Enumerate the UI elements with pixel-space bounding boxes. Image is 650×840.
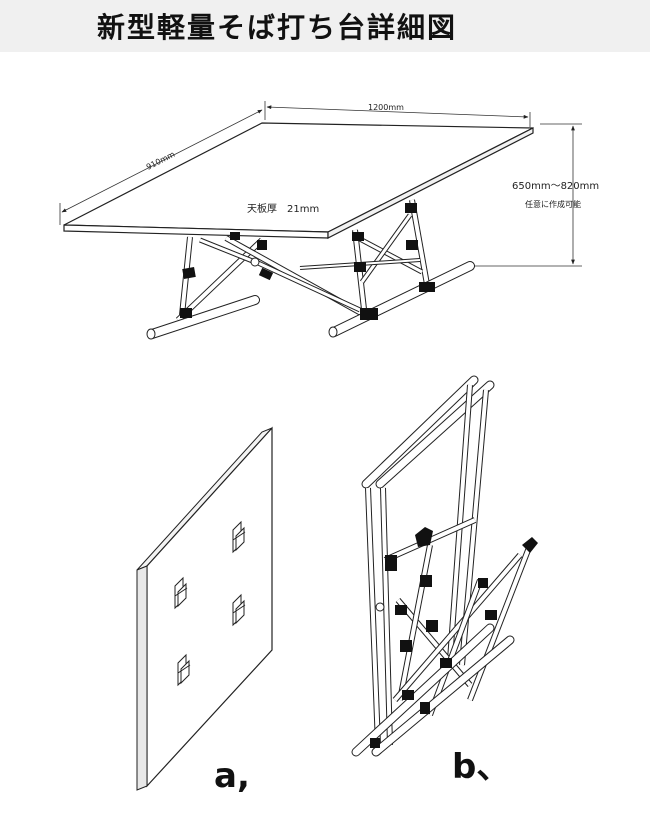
width-dimension: 1200mm [264,101,531,127]
page-title: 新型軽量そば打ち台詳細図 [97,11,458,44]
foot-bars [146,261,475,340]
height-note-label: 任意に作成可能 [525,199,581,209]
label-a: a, [214,756,250,796]
height-dim-label: 650mm～820mm [512,181,599,192]
folded-frame-drawing-b: b、 [351,375,538,787]
height-dimension: 650mm～820mm 任意に作成可能 [470,123,599,267]
joint-clamps [180,203,435,320]
table-top: 天板厚 21mm [63,122,534,239]
folded-clamps [370,527,538,748]
label-b: b、 [452,747,510,787]
depth-dim-label: 910mm [145,150,177,172]
board-drawing-a: a, [136,426,273,796]
front-leg-frame [175,235,372,323]
assembled-table-drawing: 1200mm 910mm 650mm～820mm 任意に作成可能 天板厚 21m… [59,101,599,340]
thickness-label: 天板厚 21mm [247,202,319,215]
board-brackets [174,520,246,687]
width-dim-label: 1200mm [368,103,404,112]
title-bar: 新型軽量そば打ち台詳細図 [0,0,650,52]
